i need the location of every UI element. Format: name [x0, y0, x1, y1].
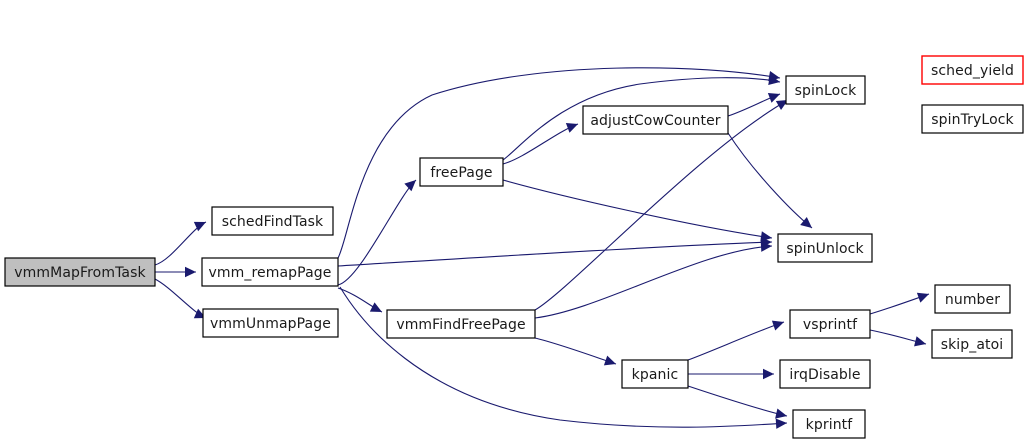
- node-schedFindTask[interactable]: schedFindTask: [211, 206, 334, 236]
- node-label-vmmFindFreePage: vmmFindFreePage: [396, 317, 525, 333]
- node-label-kpanic: kpanic: [632, 367, 679, 383]
- arrowhead-vmm_remapPage-to-freePage: [404, 180, 416, 192]
- node-irqDisable[interactable]: irqDisable: [779, 359, 871, 389]
- edge-vmm_remapPage-to-spinUnlock: [337, 241, 773, 267]
- node-box-vmm_remapPage[interactable]: [201, 257, 339, 287]
- arrowhead-vsprintf-to-number: [916, 292, 929, 303]
- node-label-spinUnlock: spinUnlock: [786, 241, 864, 257]
- node-vmm_remapPage[interactable]: vmm_remapPage: [201, 257, 339, 287]
- arrowhead-freePage-to-adjustCowCounter: [565, 122, 578, 133]
- edge-kpanic-to-vsprintf: [687, 321, 785, 361]
- node-spinLock[interactable]: spinLock: [785, 75, 866, 105]
- arrowhead-freePage-to-spinLock: [768, 74, 780, 85]
- arrowhead-vmmFindFreePage-to-spinUnlock: [760, 241, 772, 252]
- node-label-skip_atoi: skip_atoi: [941, 337, 1004, 353]
- node-box-kprintf[interactable]: [792, 409, 866, 439]
- node-label-vmmMapFromTask: vmmMapFromTask: [14, 265, 146, 281]
- arrowhead-kpanic-to-kprintf: [775, 408, 787, 419]
- node-number[interactable]: number: [934, 284, 1011, 314]
- node-spinTryLock[interactable]: spinTryLock: [921, 104, 1024, 134]
- node-box-spinUnlock[interactable]: [777, 233, 873, 263]
- edge-freePage-to-adjustCowCounter: [502, 123, 579, 165]
- arrowhead-kpanic-to-irqDisable: [763, 368, 774, 380]
- node-label-vsprintf: vsprintf: [803, 317, 858, 333]
- node-label-vmm_remapPage: vmm_remapPage: [209, 265, 332, 281]
- edge-adjustCowCounter-to-spinUnlock: [727, 132, 813, 229]
- node-adjustCowCounter[interactable]: adjustCowCounter: [582, 105, 729, 135]
- arrowhead-vmm_remapPage-to-vmmFindFreePage: [369, 302, 382, 312]
- node-box-spinLock[interactable]: [785, 75, 866, 105]
- node-box-kpanic[interactable]: [621, 359, 689, 389]
- node-box-skip_atoi[interactable]: [931, 329, 1013, 359]
- node-box-sched_yield[interactable]: [921, 55, 1024, 85]
- node-label-number: number: [945, 292, 1000, 308]
- edge-vmm_remapPage-to-spinLock: [337, 67, 781, 259]
- edge-vmmFindFreePage-to-spinLock: [534, 99, 789, 311]
- node-box-adjustCowCounter[interactable]: [582, 105, 729, 135]
- edge-vmm_remapPage-to-kprintf: [339, 286, 788, 428]
- node-vmmFindFreePage[interactable]: vmmFindFreePage: [386, 309, 536, 339]
- node-sched_yield[interactable]: sched_yield: [921, 55, 1024, 85]
- arrowhead-adjustCowCounter-to-spinLock: [767, 93, 780, 103]
- node-vmmUnmapPage[interactable]: vmmUnmapPage: [202, 308, 339, 338]
- node-box-spinTryLock[interactable]: [921, 104, 1024, 134]
- node-vsprintf[interactable]: vsprintf: [789, 309, 871, 339]
- node-box-vsprintf[interactable]: [789, 309, 871, 339]
- node-label-sched_yield: sched_yield: [931, 63, 1014, 79]
- edge-vmm_remapPage-to-freePage: [337, 179, 417, 286]
- node-vmmMapFromTask[interactable]: vmmMapFromTask: [4, 257, 156, 287]
- node-label-irqDisable: irqDisable: [789, 367, 860, 383]
- edge-vmmFindFreePage-to-spinUnlock: [534, 245, 773, 319]
- node-label-spinLock: spinLock: [795, 83, 857, 99]
- node-kprintf[interactable]: kprintf: [792, 409, 866, 439]
- node-box-freePage[interactable]: [419, 157, 504, 187]
- node-box-vmmFindFreePage[interactable]: [386, 309, 536, 339]
- node-label-vmmUnmapPage: vmmUnmapPage: [210, 316, 331, 332]
- arrowhead-vmm_remapPage-to-kprintf: [775, 418, 787, 429]
- arrowhead-freePage-to-spinUnlock: [760, 231, 772, 242]
- arrowhead-adjustCowCounter-to-spinUnlock: [800, 216, 812, 228]
- node-box-vmmUnmapPage[interactable]: [202, 308, 339, 338]
- edge-vmmFindFreePage-to-kpanic: [534, 337, 617, 365]
- node-label-schedFindTask: schedFindTask: [222, 214, 324, 230]
- arrowhead-vmmMapFromTask-to-vmm_remapPage: [185, 266, 196, 278]
- arrowhead-kpanic-to-vsprintf: [771, 320, 784, 331]
- arrowhead-vmmFindFreePage-to-kpanic: [603, 355, 616, 366]
- node-label-freePage: freePage: [430, 165, 492, 181]
- nodes-layer: vmmMapFromTask schedFindTask vmm_remapPage…: [4, 55, 1024, 439]
- arrowhead-vsprintf-to-skip_atoi: [914, 336, 926, 347]
- edge-freePage-to-spinLock: [502, 77, 781, 161]
- node-skip_atoi[interactable]: skip_atoi: [931, 329, 1013, 359]
- node-box-irqDisable[interactable]: [779, 359, 871, 389]
- arrowhead-vmmMapFromTask-to-schedFindTask: [193, 221, 206, 232]
- arrowhead-vmmFindFreePage-to-spinLock: [775, 100, 788, 110]
- edges-layer: [154, 67, 930, 429]
- edge-freePage-to-spinUnlock: [502, 179, 773, 239]
- node-label-spinTryLock: spinTryLock: [931, 112, 1014, 128]
- node-box-schedFindTask[interactable]: [211, 206, 334, 236]
- node-label-adjustCowCounter: adjustCowCounter: [590, 113, 720, 129]
- node-box-vmmMapFromTask[interactable]: [4, 257, 156, 287]
- node-label-kprintf: kprintf: [806, 417, 854, 433]
- edge-kpanic-to-kprintf: [687, 385, 788, 417]
- node-kpanic[interactable]: kpanic: [621, 359, 689, 389]
- node-spinUnlock[interactable]: spinUnlock: [777, 233, 873, 263]
- node-freePage[interactable]: freePage: [419, 157, 504, 187]
- node-box-number[interactable]: [934, 284, 1011, 314]
